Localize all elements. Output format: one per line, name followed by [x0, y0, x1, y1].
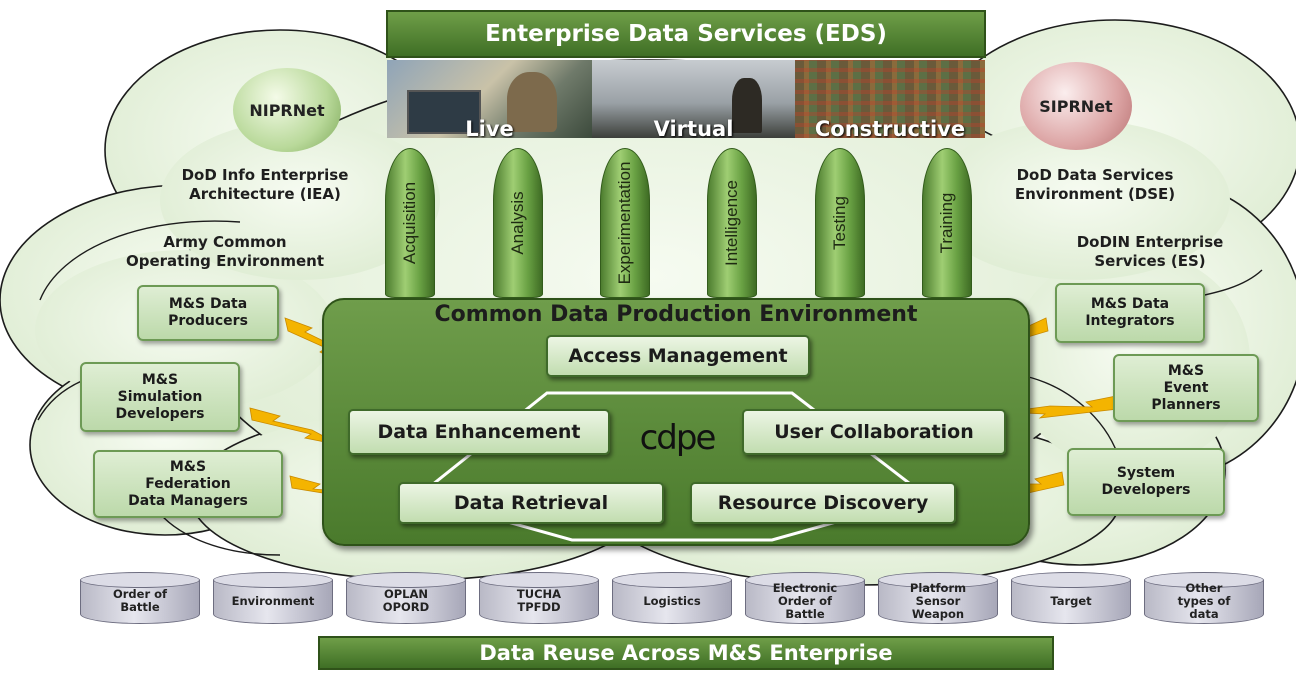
- store-logistics: Logistics: [612, 572, 732, 624]
- store-target: Target: [1011, 572, 1131, 624]
- dodin-label: DoDIN Enterprise Services (ES): [1076, 233, 1224, 270]
- pillar-testing: Testing: [815, 148, 865, 298]
- pillar-training: Training: [922, 148, 972, 298]
- resource-discovery-box: Resource Discovery: [690, 482, 956, 524]
- iea-label: DoD Info Enterprise Architecture (IEA): [181, 166, 349, 203]
- store-oplan-opord: OPLAN OPORD: [346, 572, 466, 624]
- virtual-photo: Virtual: [592, 60, 795, 138]
- store-environment: Environment: [213, 572, 333, 624]
- constructive-photo: Constructive: [795, 60, 985, 138]
- pillar-analysis: Analysis: [493, 148, 543, 298]
- store-other-data: Other types of data: [1144, 572, 1264, 624]
- actor-system-developers: System Developers: [1067, 448, 1225, 516]
- actor-data-producers: M&S Data Producers: [137, 285, 279, 341]
- store-tucha-tpfdd: TUCHA TPFDD: [479, 572, 599, 624]
- operator-figure: [732, 78, 762, 133]
- pillar-experimentation: Experimentation: [600, 148, 650, 298]
- live-label: Live: [465, 117, 514, 138]
- data-enhancement-box: Data Enhancement: [348, 409, 610, 455]
- actor-federation-data-managers: M&S Federation Data Managers: [93, 450, 283, 518]
- cdpe-title: Common Data Production Environment: [434, 302, 918, 327]
- live-photo: Live: [387, 60, 592, 138]
- niprnet-label: NIPRNet: [249, 100, 325, 120]
- eds-title: Enterprise Data Services (EDS): [485, 21, 887, 47]
- pillar-acquisition: Acquisition: [385, 148, 435, 298]
- actor-simulation-developers: M&S Simulation Developers: [80, 362, 240, 432]
- siprnet-label: SIPRNet: [1039, 96, 1113, 116]
- map-grid-graphic: [795, 60, 985, 138]
- user-collaboration-box: User Collaboration: [742, 409, 1006, 455]
- actor-event-planners: M&S Event Planners: [1113, 354, 1259, 422]
- constructive-label: Constructive: [814, 117, 966, 138]
- soldier-figure: [507, 72, 557, 132]
- store-order-of-battle: Order of Battle: [80, 572, 200, 624]
- footer-banner: Data Reuse Across M&S Enterprise: [318, 636, 1054, 670]
- store-platform-sensor-weapon: Platform Sensor Weapon: [878, 572, 998, 624]
- siprnet-orb: SIPRNet: [1020, 62, 1132, 150]
- cdpe-logo: cdpe: [639, 418, 717, 458]
- monitor-graphic: [407, 90, 481, 134]
- virtual-label: Virtual: [653, 117, 734, 138]
- access-management-box: Access Management: [546, 335, 810, 377]
- niprnet-orb: NIPRNet: [233, 68, 341, 152]
- dse-label: DoD Data Services Environment (DSE): [1014, 166, 1176, 203]
- data-retrieval-box: Data Retrieval: [398, 482, 664, 524]
- pillar-intelligence: Intelligence: [707, 148, 757, 298]
- footer-title: Data Reuse Across M&S Enterprise: [479, 641, 893, 665]
- eds-banner: Enterprise Data Services (EDS): [386, 10, 986, 58]
- actor-data-integrators: M&S Data Integrators: [1055, 283, 1205, 343]
- army-coe-label: Army Common Operating Environment: [125, 233, 324, 270]
- store-electronic-order-of-battle: Electronic Order of Battle: [745, 572, 865, 624]
